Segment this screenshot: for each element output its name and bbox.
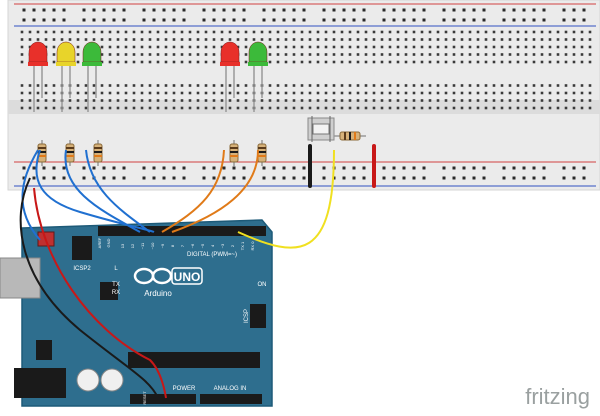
led-icon: [28, 41, 48, 112]
icsp-label: ICSP: [244, 309, 250, 323]
led-icon: [82, 41, 102, 112]
resistor-icon: [93, 140, 103, 166]
analog-header: [200, 394, 262, 404]
digital-pin-label: ~6: [190, 243, 195, 248]
wire-black-gnd: [19, 177, 159, 399]
icsp2-label: ICSP2: [73, 266, 91, 272]
digital-pin-label: 13: [120, 243, 125, 248]
power-header: [130, 394, 196, 404]
reset-label: RESET: [142, 391, 147, 405]
jumper-wires: [19, 149, 335, 399]
digital-pin-labels: 13 12 ~11 ~10 ~9 8 7 ~6 ~5 4 ~3 2 TX 1 RX 0: [120, 241, 255, 251]
digital-pin-label: ~5: [200, 243, 205, 248]
resistor-icon: [65, 140, 75, 166]
icsp2-header: [72, 236, 92, 260]
digital-pin-label: 7: [180, 244, 185, 247]
led-icon: [220, 41, 240, 112]
power-jack-icon: [14, 368, 66, 398]
wire-yellow: [237, 149, 335, 249]
pushbutton-icon: [307, 116, 335, 142]
led-icon: [248, 41, 268, 112]
arduino-uno-board: UNO Arduino DIGITAL (PWM=~) ANALOG IN PO…: [0, 219, 273, 407]
digital-pin-label: 12: [130, 243, 135, 248]
digital-pin-label: TX 1: [240, 241, 245, 250]
digital-pin-label: ~3: [220, 243, 225, 248]
wire-blue-4: [35, 149, 155, 233]
arduino-logo: [133, 267, 203, 285]
resistor-icon: [37, 140, 47, 166]
digital-pin-label: 4: [210, 244, 215, 247]
l-label: L: [114, 266, 118, 272]
capacitor-icon: [76, 368, 100, 392]
digital-pin-label: ~9: [160, 243, 165, 248]
digital-pin-label: RX 0: [250, 241, 255, 251]
digital-header: [98, 226, 266, 236]
wire-blue-1: [21, 149, 41, 241]
power-label: POWER: [173, 386, 196, 392]
resistor-icon: [257, 140, 267, 166]
capacitor-icon: [100, 368, 124, 392]
digital-pin-label: 2: [230, 244, 235, 247]
wire-blue-3: [85, 149, 151, 233]
fritzing-watermark: fritzing: [525, 384, 590, 409]
wire-red-5v: [33, 187, 167, 399]
digital-pin-label: ~10: [150, 242, 155, 250]
digital-pin-label: 8: [170, 244, 175, 247]
digital-label: DIGITAL (PWM=~): [187, 252, 237, 258]
usb-port-icon: [0, 257, 41, 299]
wire-orange-1: [161, 149, 225, 233]
led-group: [28, 41, 268, 112]
board-model: UNO: [174, 270, 201, 284]
rx-label: RX: [112, 290, 120, 296]
icsp-header: [250, 304, 266, 328]
led-icon: [56, 41, 76, 112]
board-logo-text: Arduino: [144, 289, 172, 298]
atmega-chip: [128, 352, 260, 368]
analog-label: ANALOG IN: [214, 386, 247, 392]
resistor-icon: [334, 131, 366, 141]
wire-orange-2: [171, 149, 259, 233]
on-label: ON: [258, 282, 267, 288]
tx-label: TX: [112, 282, 120, 288]
aref-label: AREF: [97, 237, 102, 248]
gnd-label: GND: [106, 238, 111, 247]
digital-pin-label: ~11: [140, 242, 145, 249]
resistor-icon: [229, 140, 239, 166]
